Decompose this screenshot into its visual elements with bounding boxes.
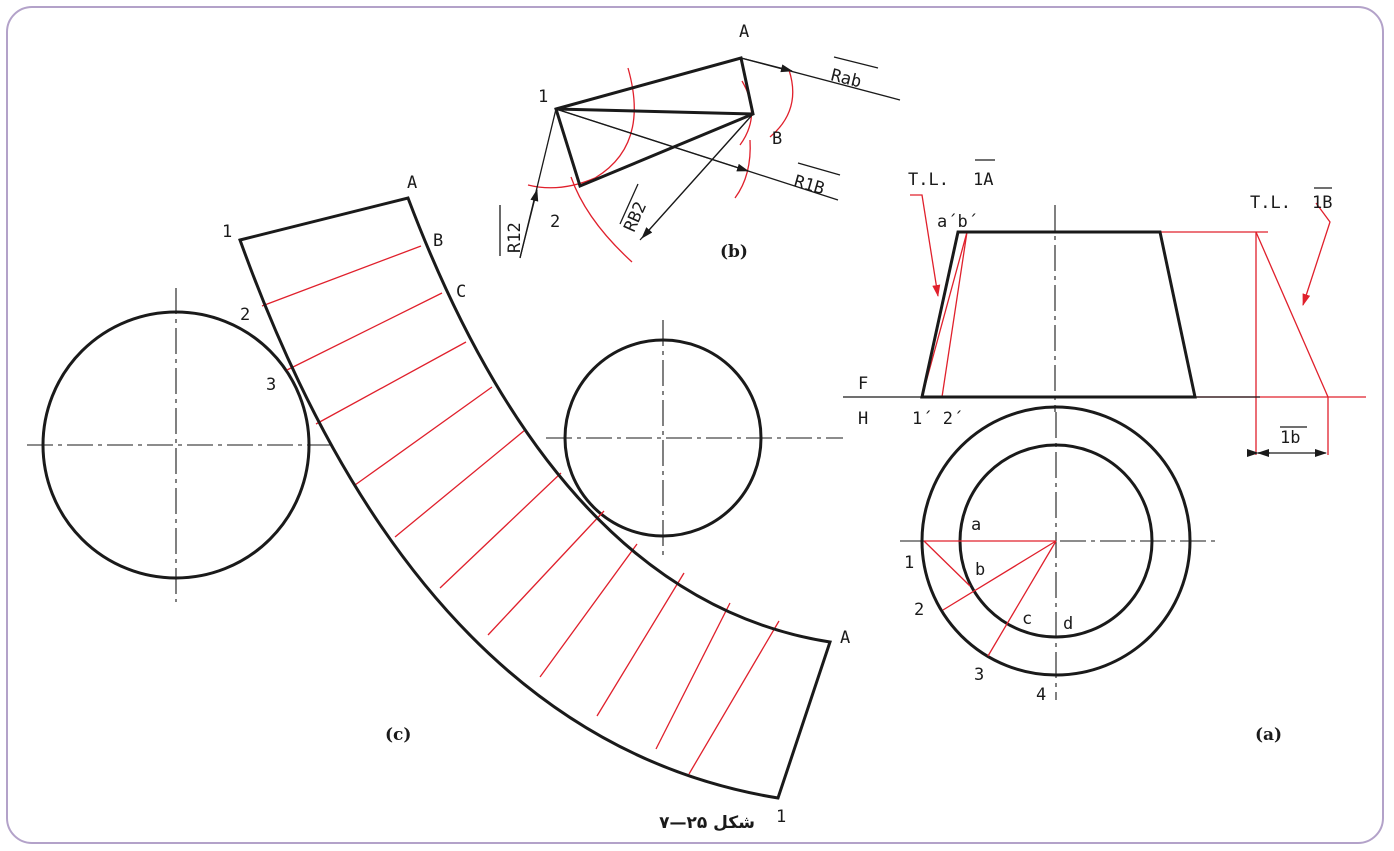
svg-text:RB2: RB2 [620, 199, 651, 235]
triangle-outline [554, 56, 755, 189]
dimension-label-1b: 1b [1280, 428, 1300, 448]
orthographic-view: 1b T.L. 1A T.L. 1B a´b´ 1´ 2´ F H a b c … [843, 159, 1366, 745]
tl-left-label: T.L. [908, 170, 949, 190]
arrow-r12 [519, 189, 539, 259]
arc-rab [769, 69, 794, 138]
label-1-2-prime: 1´ 2´ [912, 409, 963, 429]
triangulation-view: A 1 B 2 Rab R1B RB2 R12 (b) [499, 22, 901, 263]
svg-text:R1B: R1B [792, 172, 827, 200]
tri-label-2: 2 [550, 212, 560, 232]
leader-tl-1a [910, 194, 941, 297]
overbar-r1b [797, 162, 841, 176]
dev-label-3: 3 [266, 375, 276, 395]
radius-label-rab: Rab [829, 56, 879, 92]
tri-label-a: A [739, 22, 749, 42]
radius-label-r1b: R1B [792, 162, 841, 200]
development-view: 1 2 3 A B C A 1 (c) [27, 173, 850, 827]
overbar-rb2 [619, 183, 639, 225]
radius-label-rb2: RB2 [619, 183, 651, 235]
top-label-c: c [1022, 609, 1032, 629]
caption-c: (c) [385, 725, 411, 745]
leader-tl-1b [1302, 202, 1331, 306]
top-label-d: d [1063, 614, 1073, 634]
arrow-r1b [555, 108, 749, 172]
tl-left-bar-text: 1A [973, 170, 993, 190]
dev-label-a-end: A [840, 628, 850, 648]
tl-right-label: T.L. [1250, 193, 1291, 213]
development-construction-lines [261, 245, 780, 775]
dev-label-b: B [433, 231, 443, 251]
top-label-2: 2 [914, 600, 924, 620]
dev-label-2: 2 [240, 305, 250, 325]
tl-right-bar-text: 1B [1312, 193, 1332, 213]
development-outline [238, 196, 832, 800]
caption-b: (b) [720, 242, 748, 262]
label-f: F [858, 374, 868, 394]
arc-r1b-lower [734, 139, 751, 199]
dev-label-1-top: 1 [222, 222, 232, 242]
dev-label-a-top: A [407, 173, 417, 193]
svg-text:R12: R12 [505, 222, 525, 253]
arc-r12 [527, 67, 635, 189]
arrow-rb2 [641, 113, 754, 239]
front-construction-lines [921, 231, 1366, 455]
tri-label-b: B [772, 129, 782, 149]
top-label-3: 3 [974, 665, 984, 685]
figure-caption: شکل ۲۵—۷ [659, 813, 755, 833]
label-a-b-prime: a´b´ [937, 212, 978, 232]
dev-label-1-end: 1 [776, 807, 786, 827]
top-label-a: a [971, 515, 981, 535]
top-label-b: b [975, 560, 985, 580]
arrow-rab [740, 57, 793, 73]
dev-label-c: C [456, 282, 466, 302]
top-label-4: 4 [1036, 685, 1046, 705]
top-label-1: 1 [904, 553, 914, 573]
tri-label-1: 1 [538, 87, 548, 107]
label-h: H [858, 409, 868, 429]
caption-a: (a) [1255, 725, 1282, 745]
svg-text:Rab: Rab [829, 65, 864, 92]
figure-frame [6, 6, 1384, 844]
overbar-rab [833, 56, 879, 69]
radius-label-r12: R12 [499, 205, 525, 256]
arc-rb2 [570, 176, 633, 263]
top-construction-lines [923, 540, 1057, 657]
